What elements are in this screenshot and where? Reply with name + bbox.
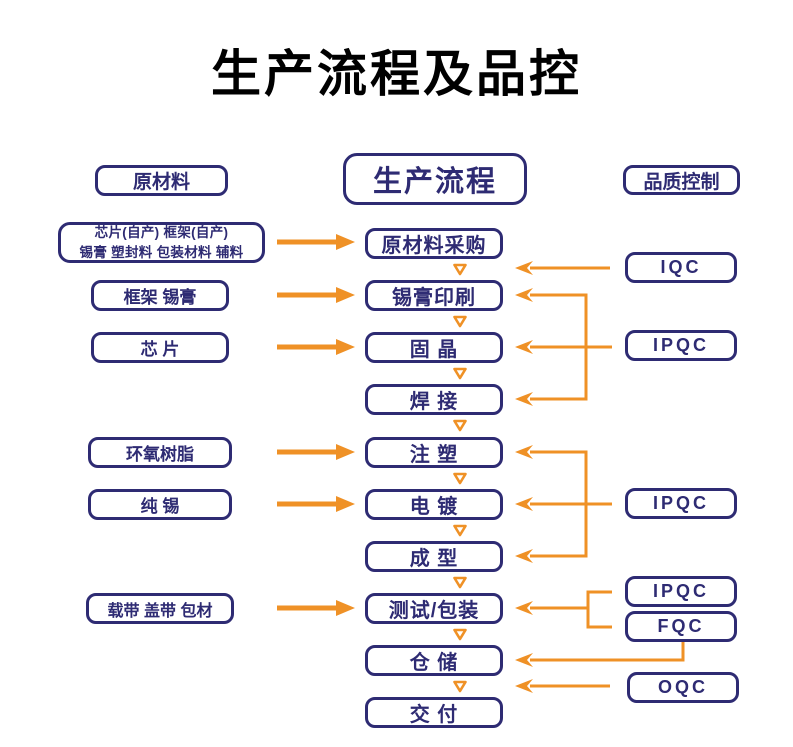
qc-iqc: IQC	[625, 252, 737, 283]
ipqc2-arrows	[515, 445, 612, 563]
oqc-arrow	[515, 679, 610, 693]
step-die-bonding: 固 晶	[365, 332, 503, 363]
iqc-arrow	[515, 261, 610, 275]
step-raw-material-procurement: 原材料采购	[365, 228, 503, 259]
step-solder-paste-printing: 锡膏印刷	[365, 280, 503, 311]
material-frame-solder-paste: 框架 锡膏	[91, 280, 229, 311]
material-flow-arrows	[277, 234, 355, 616]
qc-ipqc-2: IPQC	[625, 488, 737, 519]
ipqc3-fqc-merge-arrow	[515, 590, 612, 629]
material-pure-tin: 纯 锡	[88, 489, 232, 520]
material-sources-line2: 锡膏 塑封料 包装材料 辅料	[79, 244, 244, 260]
step-welding: 焊 接	[365, 384, 503, 415]
ipqc1-arrows	[515, 288, 612, 406]
qc-ipqc-3: IPQC	[625, 576, 737, 607]
material-sources-line1: 芯片(自产) 框架(自产)	[94, 224, 229, 240]
step-forming: 成 型	[365, 541, 503, 572]
step-warehousing: 仓 储	[365, 645, 503, 676]
step-injection-molding: 注 塑	[365, 437, 503, 468]
qc-ipqc-1: IPQC	[625, 330, 737, 361]
material-sources-box: 芯片(自产) 框架(自产) 锡膏 塑封料 包装材料 辅料	[58, 222, 265, 263]
step-testing-packaging: 测试/包装	[365, 593, 503, 624]
material-chip: 芯 片	[91, 332, 229, 363]
step-flow-down-triangle-icons	[453, 263, 467, 693]
fqc-to-warehouse-arrow	[515, 642, 685, 667]
qc-oqc: OQC	[627, 672, 739, 703]
quality-column-header: 品质控制	[623, 165, 740, 195]
materials-column-header: 原材料	[95, 165, 228, 196]
material-epoxy-resin: 环氧树脂	[88, 437, 232, 468]
page-title: 生产流程及品控	[211, 46, 582, 102]
material-carrier-cover-tape: 载带 盖带 包材	[86, 593, 234, 624]
qc-fqc: FQC	[625, 611, 737, 642]
process-column-header: 生产流程	[343, 153, 527, 205]
step-delivery: 交 付	[365, 697, 503, 728]
step-electroplating: 电 镀	[365, 489, 503, 520]
